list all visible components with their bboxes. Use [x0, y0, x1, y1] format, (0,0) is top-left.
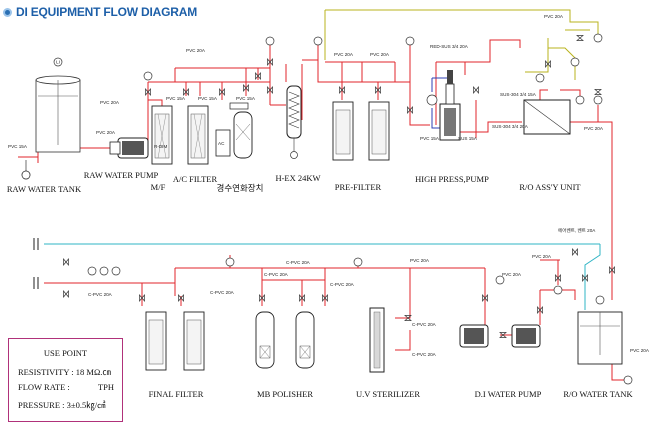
pipe-label: AC	[218, 141, 225, 146]
label-raw-water-tank: RAW WATER TANK	[7, 184, 82, 194]
label-heat-exchanger: H-EX 24KW	[275, 173, 320, 183]
ro-assy-unit	[523, 33, 603, 135]
pipe-label: PVC 20A	[186, 48, 206, 53]
high-pressure-pump	[426, 70, 461, 141]
heat-exchanger	[286, 85, 302, 159]
pipe-label: PVC 20A	[544, 14, 564, 19]
label-ac-filter: A/C FILTER	[173, 174, 218, 184]
label-mf: M/F	[151, 182, 166, 192]
label-ro-unit: R/O ASS'Y UNIT	[519, 182, 581, 192]
pipe-label: SUS 15A	[458, 136, 478, 141]
pipe-label: PVC 20A	[584, 126, 604, 131]
label-softener: 경수연화장치	[217, 183, 264, 193]
pipe-label: C-PVC 20A	[210, 290, 235, 295]
pipe-label: PVC 20A	[410, 258, 430, 263]
di-water-pump	[459, 324, 541, 348]
raw-water-tank: LI	[21, 57, 81, 180]
use-point-flow-rate: FLOW RATE : TPH	[18, 382, 114, 392]
mf-filter	[151, 105, 173, 165]
pipe-label: PVC 20A	[100, 100, 120, 105]
water-softener	[215, 102, 253, 159]
pipe-label: PVC 20A	[334, 52, 354, 57]
pipe-label: R-DIM	[154, 144, 167, 149]
bottom-process-pipes	[44, 243, 628, 381]
use-point-resistivity: RESISTIVITY : 18 MΩ.㎝	[18, 367, 111, 377]
pipe-ends	[33, 238, 39, 289]
pipe-label: C-PVC 20A	[412, 352, 437, 357]
pipe-label: RED-SUS 3/4 20A	[430, 44, 469, 49]
pre-filter	[332, 101, 390, 161]
use-point-header: USE POINT	[43, 348, 88, 358]
pressure-gauges-top	[21, 36, 415, 180]
label-final-filter: FINAL FILTER	[149, 389, 204, 399]
use-point-box: USE POINT RESISTIVITY : 18 MΩ.㎝ FLOW RAT…	[8, 338, 123, 422]
flow-rate-unit: TPH	[97, 382, 114, 392]
tank-level-gauge: LI	[56, 60, 60, 65]
pipe-label: PVC 20A	[370, 52, 390, 57]
pipe-label: C-PVC 20A	[264, 272, 289, 277]
pipe-label: PVC 20A	[532, 254, 552, 259]
pipe-label: PVC 15A	[198, 96, 218, 101]
label-high-press-pump: HIGH PRESS,PUMP	[415, 174, 489, 184]
final-filter	[145, 311, 205, 371]
pipe-label: C-PVC 20A	[412, 322, 437, 327]
pipe-label: SUS-304 3/4 15A	[500, 92, 537, 97]
label-di-water-pump: D.I WATER PUMP	[475, 389, 542, 399]
label-raw-water-pump: RAW WATER PUMP	[84, 170, 159, 180]
ac-filter	[187, 105, 209, 165]
pipe-label: PVC 20A	[96, 130, 116, 135]
label-ro-water-tank: R/O WATER TANK	[563, 389, 633, 399]
raw-water-pump	[109, 137, 149, 159]
pipe-label: PVC 20A	[630, 348, 650, 353]
diagram-title: DI EQUIPMENT FLOW DIAGRAM	[3, 3, 197, 21]
uv-sterilizer	[369, 307, 385, 373]
label-pre-filter: PRE-FILTER	[335, 182, 382, 192]
pipe-label: SUS-304 3/4 20A	[492, 124, 529, 129]
title-bullet-icon	[3, 7, 12, 17]
pipe-label: PVC 15A	[236, 96, 256, 101]
pipe-label: C-PVC 20A	[330, 282, 355, 287]
pressure-gauges-bottom	[87, 257, 563, 295]
label-mb-polisher: MB POLISHER	[257, 389, 313, 399]
diagram-title-text: DI EQUIPMENT FLOW DIAGRAM	[16, 5, 197, 19]
ro-water-tank	[577, 295, 633, 385]
pipe-label: PVC 20A	[502, 272, 522, 277]
pipe-label: 에어벤트, 벤트 20A	[558, 227, 596, 234]
pipe-spec-labels: PVC 15A PVC 20A PVC 20A PVC 20A PVC 15A …	[8, 14, 650, 357]
pipe-label: PVC 15A	[166, 96, 186, 101]
pipe-label: C-PVC 20A	[88, 292, 113, 297]
use-point-pressure: PRESSURE : 3±0.5㎏/㎠	[18, 400, 106, 410]
top-process-pipes	[18, 9, 613, 300]
pipe-label: PVC 15A	[8, 144, 28, 149]
pipe-label: C-PVC 20A	[286, 260, 311, 265]
mb-polisher	[255, 311, 315, 369]
label-uv-sterilizer: U.V STERILIZER	[356, 389, 420, 399]
flow-rate-label: FLOW RATE :	[18, 382, 70, 392]
pipe-label: PVC 15A	[420, 136, 440, 141]
